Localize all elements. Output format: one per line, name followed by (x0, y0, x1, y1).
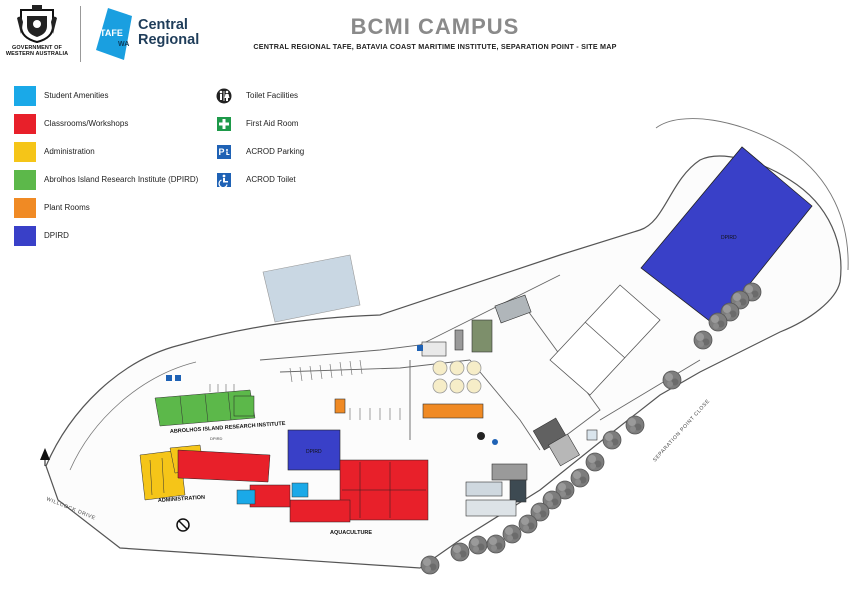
legend-facility-label: First Aid Room (246, 119, 299, 128)
government-name: GOVERNMENT OF WESTERN AUSTRALIA (5, 45, 69, 57)
north-arrow-icon (40, 448, 50, 466)
legend-swatch (14, 114, 36, 134)
wa-crest-icon (17, 5, 57, 44)
plant-room-north (422, 403, 484, 419)
acrod-toilet-icon (217, 173, 231, 188)
legend-label: Abrolhos Island Research Institute (DPIR… (44, 175, 199, 184)
roundabout-marker-icon (176, 518, 190, 532)
plant-room-small (334, 398, 346, 414)
dpird-building-small (287, 429, 341, 471)
aquaculture-label: AQUACULTURE (330, 530, 372, 536)
administration-label: ADMINISTRATION (158, 495, 206, 504)
open-sheds (549, 284, 661, 396)
dpird-large-label: DPIRD (721, 235, 737, 241)
government-logo: GOVERNMENT OF WESTERN AUSTRALIA (4, 4, 70, 64)
legend-swatch (14, 86, 36, 106)
legend-swatch (14, 142, 36, 162)
legend-swatch (14, 198, 36, 218)
page-title: BCMI CAMPUS (350, 14, 520, 39)
first-aid-icon (217, 117, 231, 131)
legend-swatch (14, 226, 36, 246)
covered-area (262, 254, 361, 323)
brand-word-regional: Regional (138, 32, 200, 48)
tafe-mark-text: TAFE (100, 28, 123, 38)
acrod-parking-icon: P (217, 145, 231, 159)
legend-label: Administration (44, 147, 95, 156)
toilet-icon (216, 88, 232, 104)
utility-structures (421, 294, 598, 517)
page-subtitle: CENTRAL REGIONAL TAFE, BATAVIA COAST MAR… (253, 42, 617, 51)
tafe-wa-mark-icon: TAFE WA (96, 8, 132, 60)
abrolhos-building (154, 389, 256, 427)
student-amenities (236, 482, 309, 505)
brand-name: Central Regional (138, 18, 199, 48)
roads (259, 274, 701, 451)
abrolhos-sub-label: DPIRD (210, 436, 223, 441)
legend-label: Student Amenities (44, 91, 109, 100)
legend-label: DPIRD (44, 231, 69, 240)
header: GOVERNMENT OF WESTERN AUSTRALIA TAFE WA … (0, 0, 850, 72)
legend-facility-label: Toilet Facilities (246, 91, 299, 100)
tafe-logo: TAFE WA Central Regional (94, 6, 214, 62)
map-facility-markers (166, 345, 498, 445)
wa-mark-text: WA (118, 41, 129, 48)
svg-text:P: P (219, 147, 225, 157)
parking-bays (209, 359, 401, 420)
title-block: BCMI CAMPUS CENTRAL REGIONAL TAFE, BATAV… (230, 14, 640, 51)
legend-facility-label: ACROD Parking (246, 147, 305, 156)
classrooms-buildings (177, 395, 429, 523)
legend-label: Plant Rooms (44, 203, 90, 212)
dpird-small-label: DPIRD (306, 449, 322, 455)
dpird-building-large (640, 146, 813, 327)
brand-word-central: Central (138, 17, 188, 33)
legend-label: Classrooms/Workshops (44, 119, 129, 128)
street-label-separation-point-close: SEPARATION POINT CLOSE (652, 398, 711, 463)
legend-facility-label: ACROD Toilet (246, 175, 296, 184)
logo-divider (80, 6, 81, 62)
legend-swatch (14, 170, 36, 190)
